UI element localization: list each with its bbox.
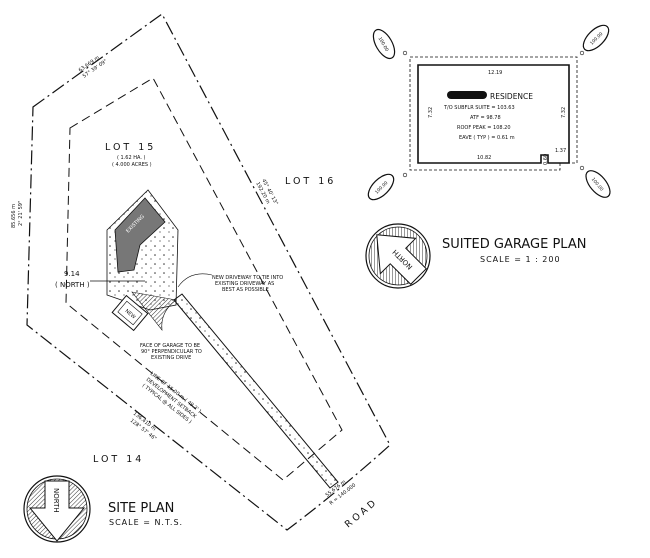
road-label: ROAD — [343, 496, 381, 530]
note-line-2: DEVELOPMENT SETBACK — [145, 377, 198, 420]
note-driveway-3: BEST AS POSSIBLE — [222, 287, 269, 293]
note-driveway-1: NEW DRIVEWAY TO TIE INTO — [212, 275, 283, 281]
lot-15-area-acres: ( 4.000 ACRES ) — [112, 162, 152, 168]
residence-label: RESIDENCE — [490, 92, 533, 101]
site-plan-scale: SCALE = N.T.S. — [109, 518, 183, 527]
garage-dim-bottom: 10.82 — [477, 155, 491, 161]
site-plan-title: SITE PLAN — [108, 501, 174, 516]
note-garage-2: 90° PERPENDICULAR TO — [141, 349, 202, 355]
garage-plan-title: SUITED GARAGE PLAN — [442, 237, 586, 252]
redacted-name — [447, 91, 487, 99]
note-garage-3: EXISTING DRIVE — [151, 355, 191, 361]
eave-label: EAVE ( TYP ) = 0.61 m — [459, 135, 515, 141]
lot-14-label: LOT 14 — [93, 454, 144, 465]
setback-dim: 9.14 — [64, 270, 80, 278]
atf-label: ATF = 98.78 — [470, 115, 501, 121]
garage-dim-left: 7.32 — [428, 107, 434, 118]
corner-marker-icon: 100.00 — [582, 24, 610, 52]
new-garage: NEW — [111, 294, 149, 332]
corner-marker-icon: 100.00 — [367, 173, 395, 201]
corner-marker-icon: 100.00 — [585, 170, 611, 198]
garage-north-arrow-icon: NORTH — [365, 223, 431, 289]
subflr-label: T/O SUBFLR SUITE = 103.63 — [443, 105, 515, 111]
note-garage-1: FACE OF GARAGE TO BE — [140, 343, 200, 349]
existing-house: EXISTING — [106, 189, 179, 311]
svg-text:100.00: 100.00 — [374, 180, 389, 195]
svg-text:100.00: 100.00 — [589, 31, 604, 46]
garage-dim-notch-w: 1.37 — [555, 148, 566, 154]
lot-16-label: LOT 16 — [285, 176, 336, 187]
garage-plan-scale: SCALE = 1 : 200 — [480, 255, 561, 264]
lot-15-area-ha: ( 1.62 HA. ) — [117, 155, 146, 161]
roof-peak-label: ROOF PEAK = 108.20 — [457, 125, 511, 131]
garage-plan: 12.19 10.82 7.32 7.32 1.37 0.60 RESIDENC… — [409, 56, 578, 171]
left-dim: 85.656 m — [11, 204, 17, 228]
garage-dim-top: 12.19 — [488, 70, 502, 76]
corner-marker-icon: 100.00 — [372, 28, 396, 60]
garage-dim-notch-h: 0.60 — [543, 154, 549, 165]
setback-dir: ( NORTH ) — [55, 281, 90, 289]
property-line — [26, 13, 391, 531]
left-bearing: 2° 21' 59" — [18, 201, 24, 226]
lot-15-label: LOT 15 — [105, 142, 156, 153]
site-north-arrow-icon: NORTH — [23, 475, 91, 543]
garage-dim-right: 7.32 — [561, 107, 567, 118]
note-driveway-2: EXISTING DRIVEWAY AS — [215, 281, 274, 287]
site-north-label: NORTH — [52, 488, 60, 513]
